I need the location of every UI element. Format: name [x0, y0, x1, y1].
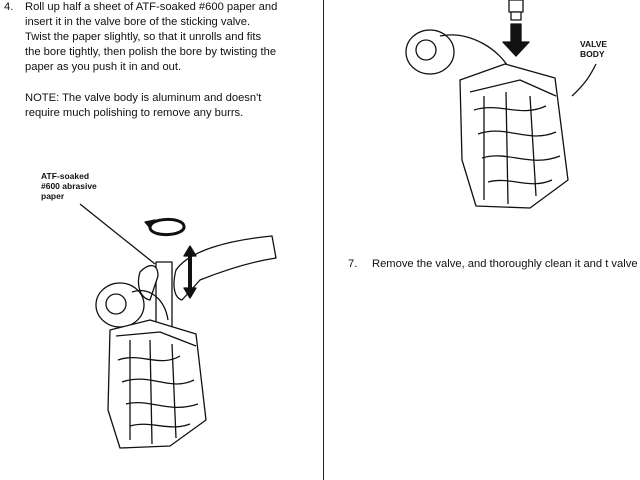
step-text: Roll up half a sheet of ATF-soaked #600 …	[25, 1, 278, 73]
step-number: 4.	[4, 1, 14, 13]
step-number: 7.	[348, 258, 358, 270]
step-text: Remove the valve, and thoroughly clean i…	[372, 258, 640, 270]
valve-body-label: VALVE BODY	[580, 39, 608, 59]
note-text: NOTE: The valve body is aluminum and doe…	[25, 92, 262, 119]
abrasive-paper-label: ATF-soaked #600 abrasive paper	[41, 171, 97, 201]
column-divider	[323, 0, 324, 480]
